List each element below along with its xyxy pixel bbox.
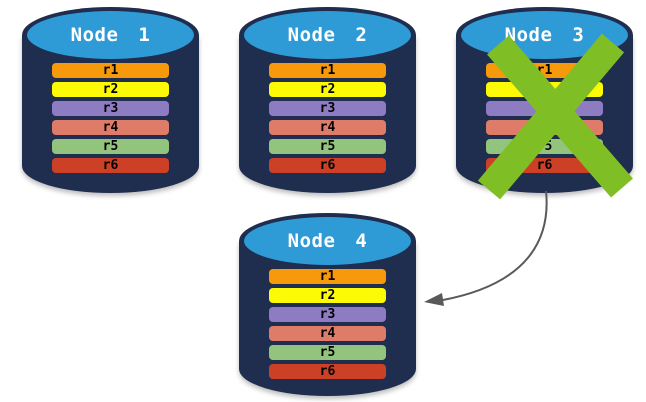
replica-bar-r2: r2 — [52, 82, 169, 97]
replica-bar-r6: r6 — [52, 158, 169, 173]
replica-bar-r2: r2 — [269, 82, 386, 97]
node-4-title: Node 4 — [287, 230, 368, 252]
cylinder-top-face — [244, 11, 411, 59]
node-1: Node 1 r1 r2 r3 r4 r5 r6 — [22, 7, 199, 193]
replica-bar-r6: r6 — [269, 158, 386, 173]
replica-bar-r4: r4 — [52, 120, 169, 135]
node-4-replica-list: r1 r2 r3 r4 r5 r6 — [269, 269, 386, 383]
replica-bar-r2: r2 — [269, 288, 386, 303]
arrow-head-icon — [424, 293, 444, 306]
node-1-replica-list: r1 r2 r3 r4 r5 r6 — [52, 63, 169, 177]
arrow-curve — [442, 190, 548, 301]
cylinder-top-face — [27, 11, 194, 59]
replica-bar-r1: r1 — [269, 63, 386, 78]
failure-x-icon — [477, 33, 633, 200]
node-2: Node 2 r1 r2 r3 r4 r5 r6 — [239, 7, 416, 193]
cylinder-top-face — [244, 217, 411, 265]
replica-bar-r5: r5 — [269, 345, 386, 360]
node-1-title: Node 1 — [70, 24, 151, 46]
node-3-title: Node 3 — [504, 24, 585, 46]
replica-bar-r3: r3 — [269, 101, 386, 116]
replica-bar-r5: r5 — [52, 139, 169, 154]
replica-bar-r6: r6 — [269, 364, 386, 379]
replica-bar-r1: r1 — [52, 63, 169, 78]
replica-bar-r3: r3 — [269, 307, 386, 322]
x-stroke-slash — [477, 33, 625, 200]
replica-bar-r3: r3 — [52, 101, 169, 116]
replica-bar-r5: r5 — [269, 139, 386, 154]
replica-bar-r4: r4 — [269, 326, 386, 341]
node-2-replica-list: r1 r2 r3 r4 r5 r6 — [269, 63, 386, 177]
node-3: Node 3 r1 r2 r3 r4 r5 r6 — [456, 7, 633, 200]
replica-bar-r4: r4 — [269, 120, 386, 135]
node-2-title: Node 2 — [287, 24, 368, 46]
replica-bar-r1: r1 — [269, 269, 386, 284]
node-4: Node 4 r1 r2 r3 r4 r5 r6 — [239, 213, 416, 396]
